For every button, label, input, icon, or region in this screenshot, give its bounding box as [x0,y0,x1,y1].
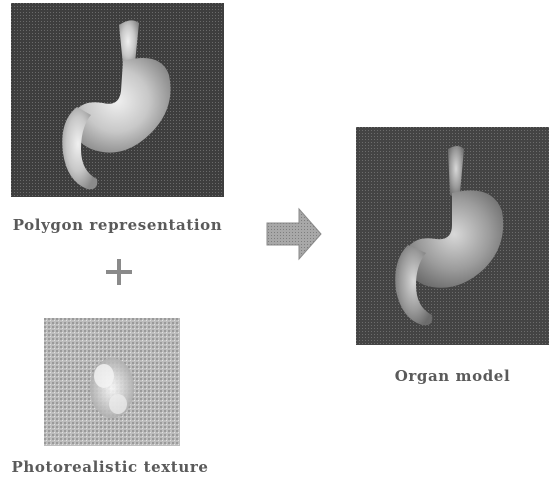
texture-caption: Photorealistic texture [4,458,216,476]
plus-sign-icon [104,257,134,287]
polygon-caption: Polygon representation [11,216,224,234]
polygon-representation-image [11,3,224,197]
right-arrow-icon [265,205,323,263]
photorealistic-texture-image [44,318,180,446]
organ-model-caption: Organ model [356,367,549,385]
organ-model-image [356,127,549,345]
